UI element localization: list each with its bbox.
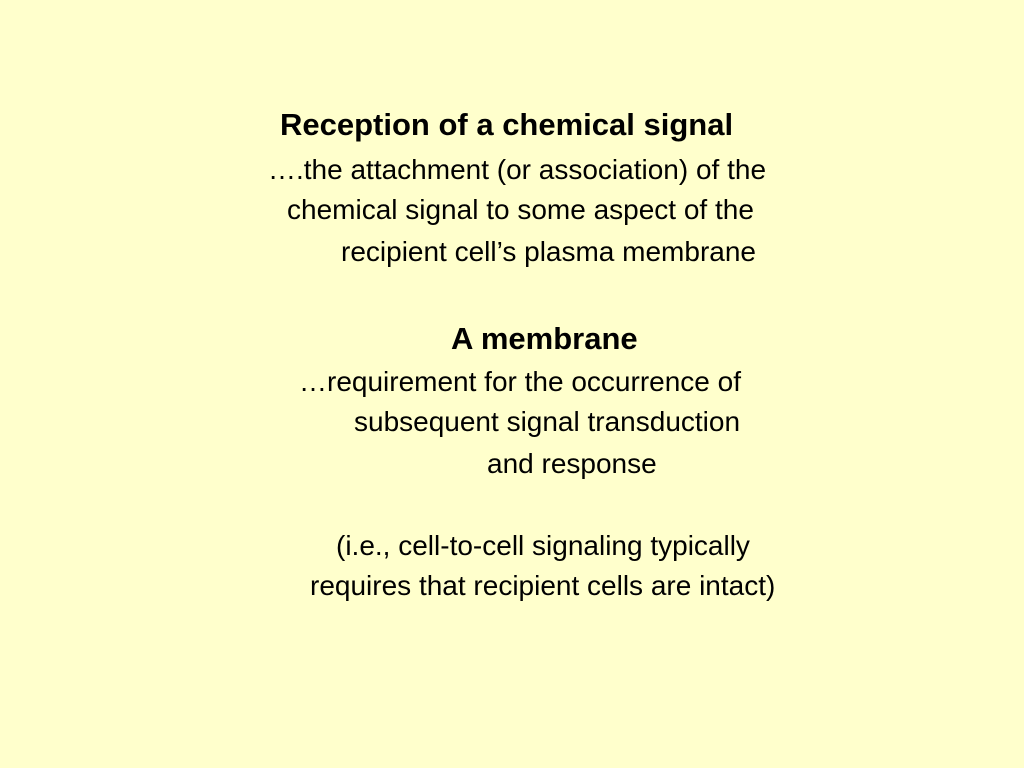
section1-line-1: ….the attachment (or association) of the [268, 154, 767, 185]
section2-line-3: and response [487, 448, 657, 479]
section3-line-2: requires that recipient cells are intact… [310, 570, 776, 601]
section3-line-1: (i.e., cell-to-cell signaling typically [336, 530, 750, 561]
section1-line-3: recipient cell’s plasma membrane [341, 236, 756, 267]
section1-heading: Reception of a chemical signal [280, 107, 734, 142]
section2-heading: A membrane [451, 321, 638, 356]
section2-line-1: …requirement for the occurrence of [299, 366, 741, 397]
section1-line-2: chemical signal to some aspect of the [287, 194, 754, 225]
section2-line-2: subsequent signal transduction [354, 406, 741, 437]
